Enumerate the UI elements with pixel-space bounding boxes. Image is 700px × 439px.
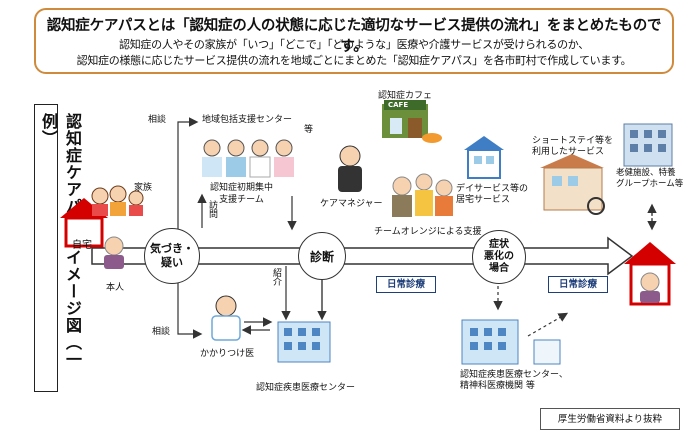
orange-label: チームオレンジによる支援 <box>374 227 482 237</box>
day-service-label: デイサービス等の 居宅サービス <box>456 184 529 205</box>
worsen-circle: 症状 悪化の 場合 <box>472 230 526 284</box>
daily-care-box-2: 日常診療 <box>548 276 608 293</box>
visit-label: 訪問 <box>207 200 217 218</box>
consult-bottom-label: 相談 <box>152 327 171 337</box>
initial-team-illustration <box>202 139 294 178</box>
family-illustration <box>91 185 144 216</box>
family-doctor-illustration <box>211 295 241 341</box>
referral-label: 紹介 <box>271 268 281 286</box>
initial-team-label: 認知症初期集中 支援チーム <box>210 183 274 205</box>
short-stay-label: ショートステイ等を 利用したサービス <box>532 136 614 157</box>
care-manager-illustration <box>338 145 362 192</box>
family-doctor-label: かかりつけ医 <box>200 349 255 359</box>
facility-label: 老健施設、特養 グループホーム等 <box>616 168 684 189</box>
header-line1: 認知症の人やその家族が「いつ」「どこで」「どのような」医療や介護サービスが受けら… <box>119 38 589 51</box>
source-credit: 厚生労働省資料より抜粋 <box>540 408 680 430</box>
header-line2: 認知症の様態に応じたサービス提供の流れを地域ごとにまとめた「認知症ケアパス」を各… <box>76 54 632 67</box>
consult-bottom-arrow <box>177 276 203 339</box>
medical-center2-illustration <box>461 319 561 365</box>
center2-up-arrow <box>527 312 569 337</box>
person-illustration-right <box>640 272 660 303</box>
header-title: 認知症ケアパスとは「認知症の人の状態に応じた適切なサービス提供の流れ」をまとめた… <box>46 18 662 55</box>
short-stay-illustration <box>540 154 605 215</box>
consult-top-label: 相談 <box>148 115 167 125</box>
header-box: 認知症ケアパスとは「認知症の人の状態に応じた適切なサービス提供の流れ」をまとめた… <box>34 8 674 74</box>
chiiki-label: 地域包括支援センター <box>202 115 293 125</box>
chiiki-suffix: 等 <box>304 125 314 135</box>
home-label: 自宅 <box>72 240 92 251</box>
daily-care-box-1: 日常診療 <box>376 276 436 293</box>
medical-center2-label: 認知症疾患医療センター、 精神科医療機関 等 <box>460 370 568 391</box>
medical-center-illustration <box>277 321 331 363</box>
cafe-label: 認知症カフェ <box>378 91 433 101</box>
facility-illustration <box>623 123 673 167</box>
notice-circle: 気づき・ 疑い <box>144 228 200 284</box>
cafe-illustration <box>382 100 442 143</box>
medical-center-label: 認知症疾患医療センター <box>256 383 356 393</box>
person-label: 本人 <box>106 283 125 293</box>
diagnosis-circle: 診断 <box>298 232 346 280</box>
family-label: 家族 <box>134 183 153 193</box>
care-manager-label: ケアマネジャー <box>320 199 383 209</box>
orange-team-illustration <box>392 173 453 217</box>
cafe-sign: CAFE <box>388 101 409 109</box>
person-illustration <box>104 236 124 269</box>
consult-top-arrow <box>177 117 199 236</box>
day-service-illustration <box>464 136 504 179</box>
